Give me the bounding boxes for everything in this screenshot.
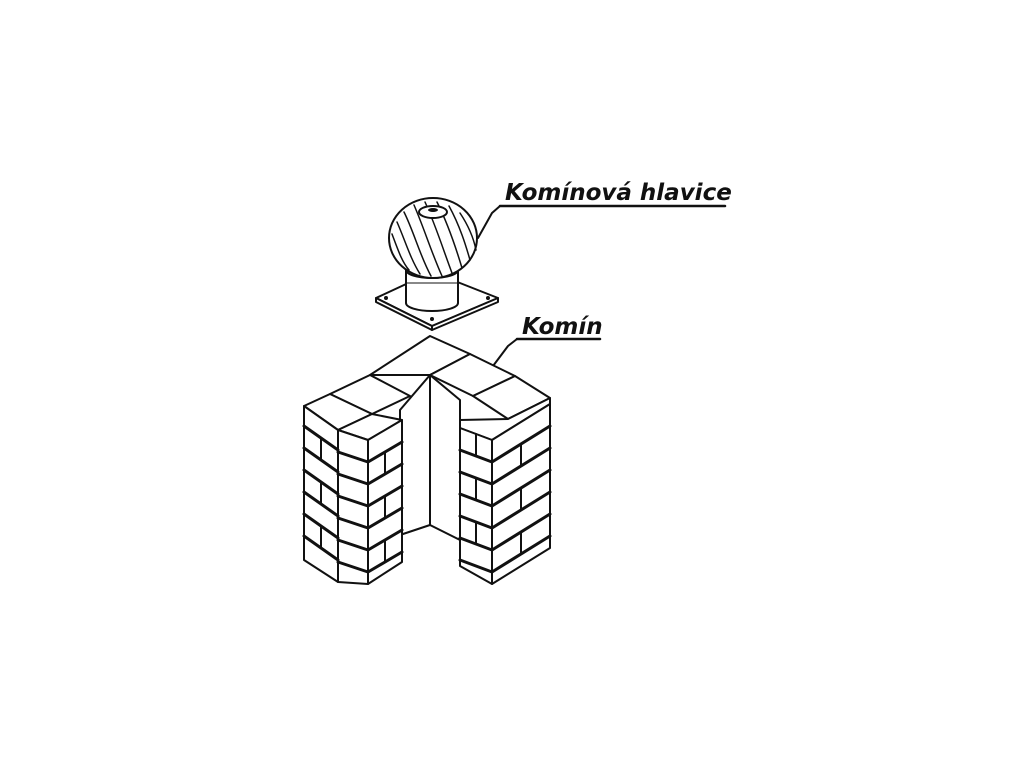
- chimney-right-pillar: [458, 403, 552, 585]
- chimney-leader-line: [489, 338, 518, 371]
- cap-label: Komínová hlavice: [505, 180, 732, 206]
- callout-chimney: Komín: [489, 314, 603, 371]
- chimney-top-course: [303, 335, 551, 441]
- cap-neck: [405, 269, 459, 312]
- brick-chimney-icon: [302, 335, 552, 585]
- cap-leader-line: [477, 205, 501, 239]
- cap-base-plate-edge-right: [431, 297, 499, 331]
- chimney-left-pillar: [302, 405, 404, 585]
- cap-bolt-hole: [384, 296, 388, 300]
- cap-top-bolt: [428, 208, 438, 212]
- chimney-label: Komín: [522, 314, 603, 340]
- cap-bolt-hole: [430, 317, 434, 321]
- chimney-inner-wall-right: [429, 374, 461, 541]
- cap-bolt-hole: [486, 296, 490, 300]
- callout-cap: Komínová hlavice: [477, 180, 732, 239]
- turbine-ventilator-icon: [375, 197, 499, 331]
